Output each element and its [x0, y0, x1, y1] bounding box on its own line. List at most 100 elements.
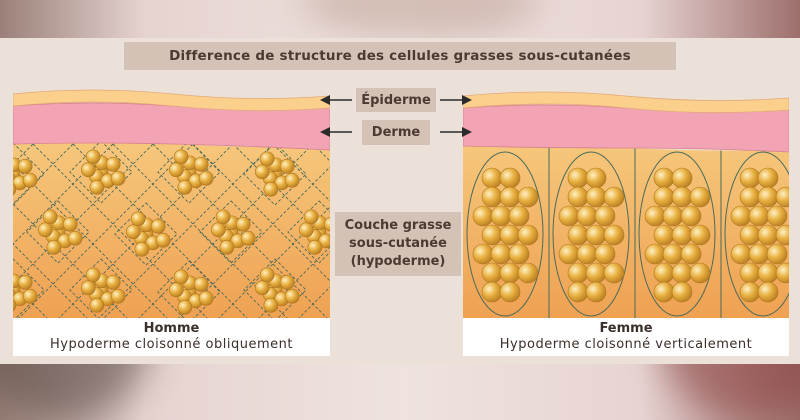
hypodermis-label-line-2: sous-cutanée [349, 236, 447, 251]
fat-cell [567, 167, 589, 189]
septum-line [192, 143, 330, 318]
fat-cell [594, 205, 616, 227]
fat-cell [193, 276, 209, 292]
fat-cell [517, 224, 539, 246]
fat-cell [22, 172, 38, 188]
fat-cell [85, 267, 101, 283]
fat-cell [37, 222, 53, 238]
fat-cell [567, 186, 589, 208]
fat-cell [155, 232, 171, 248]
fat-lobule [157, 260, 221, 318]
fat-cell [775, 224, 789, 246]
fat-cell [198, 290, 214, 306]
fat-cell [219, 239, 235, 255]
arrows-layer [320, 95, 472, 137]
fat-lobule [552, 151, 630, 317]
fat-cell [689, 262, 711, 284]
fat-cell [481, 281, 503, 303]
fat-cell [671, 262, 693, 284]
fat-cell [576, 243, 598, 265]
fat-cell [730, 205, 752, 227]
fat-cell [508, 243, 530, 265]
septum-line [272, 143, 330, 318]
fat-cell [585, 224, 607, 246]
fat-cell [585, 186, 607, 208]
fat-cell [254, 164, 270, 180]
fat-cell [298, 222, 314, 238]
fat-cell [517, 262, 539, 284]
fat-cell [653, 224, 675, 246]
septum-line [13, 143, 254, 318]
fat-cell [481, 167, 503, 189]
fat-cell [173, 149, 189, 165]
fat-cell [567, 262, 589, 284]
fat-cell [499, 224, 521, 246]
fat-cell [210, 222, 226, 238]
fat-cell [198, 170, 214, 186]
fat-cell [730, 243, 752, 265]
hypodermis-label-line-1: Couche grasse [344, 218, 452, 233]
fat-cell [644, 243, 666, 265]
fat-cell [739, 186, 761, 208]
woman-dermis [463, 104, 789, 153]
fat-cell [105, 156, 121, 172]
fat-cell [680, 205, 702, 227]
fat-cell [168, 162, 184, 178]
fat-cell [303, 209, 319, 225]
fat-cell [558, 205, 580, 227]
fat-cell [279, 274, 295, 290]
fat-cell [739, 224, 761, 246]
fat-cell [85, 149, 101, 165]
fat-cell [307, 239, 323, 255]
fat-cell [481, 224, 503, 246]
fat-lobule [638, 151, 716, 317]
septum-line [13, 143, 194, 318]
fat-cell [62, 216, 78, 232]
man-dermis [13, 102, 330, 151]
fat-cell [259, 267, 275, 283]
dermis-label: Derme [362, 120, 430, 145]
fat-lobule [243, 142, 307, 206]
fat-cell [671, 186, 693, 208]
fat-cell [17, 158, 33, 174]
fat-cell [671, 167, 693, 189]
fat-cell [739, 167, 761, 189]
fat-cell [499, 186, 521, 208]
fat-cell [130, 211, 146, 227]
fat-cell [766, 205, 788, 227]
fat-lobule [114, 202, 178, 266]
fat-cell [603, 224, 625, 246]
fat-cell [653, 186, 675, 208]
fat-cell [490, 243, 512, 265]
fat-cell [472, 243, 494, 265]
fat-cell [748, 205, 770, 227]
fat-cell [567, 281, 589, 303]
fat-cell [499, 262, 521, 284]
fat-cell [80, 162, 96, 178]
fat-cell [173, 269, 189, 285]
fat-cell [662, 243, 684, 265]
fat-cell [240, 230, 256, 246]
fat-cell [481, 186, 503, 208]
fat-cell [125, 224, 141, 240]
fat-lobule [466, 151, 544, 317]
fat-lobule [243, 258, 307, 318]
fat-cell [689, 186, 711, 208]
hypodermis-label-line-3: (hypoderme) [350, 254, 446, 269]
background-blur-top [300, 0, 540, 40]
fat-cell [42, 209, 58, 225]
fat-cell [177, 179, 193, 195]
fat-cell [481, 262, 503, 284]
fat-cell [110, 288, 126, 304]
fat-cell [284, 172, 300, 188]
fat-cell [105, 274, 121, 290]
fat-cell [775, 186, 789, 208]
fat-cell [89, 297, 105, 313]
fat-lobule [199, 200, 263, 264]
fat-cell [263, 297, 279, 313]
fat-cell [13, 297, 17, 313]
man-caption-subtitle: Hypoderme cloisonné obliquement [50, 337, 293, 352]
woman-skin-section [463, 91, 789, 318]
fat-cell [323, 216, 330, 232]
fat-cell [748, 243, 770, 265]
